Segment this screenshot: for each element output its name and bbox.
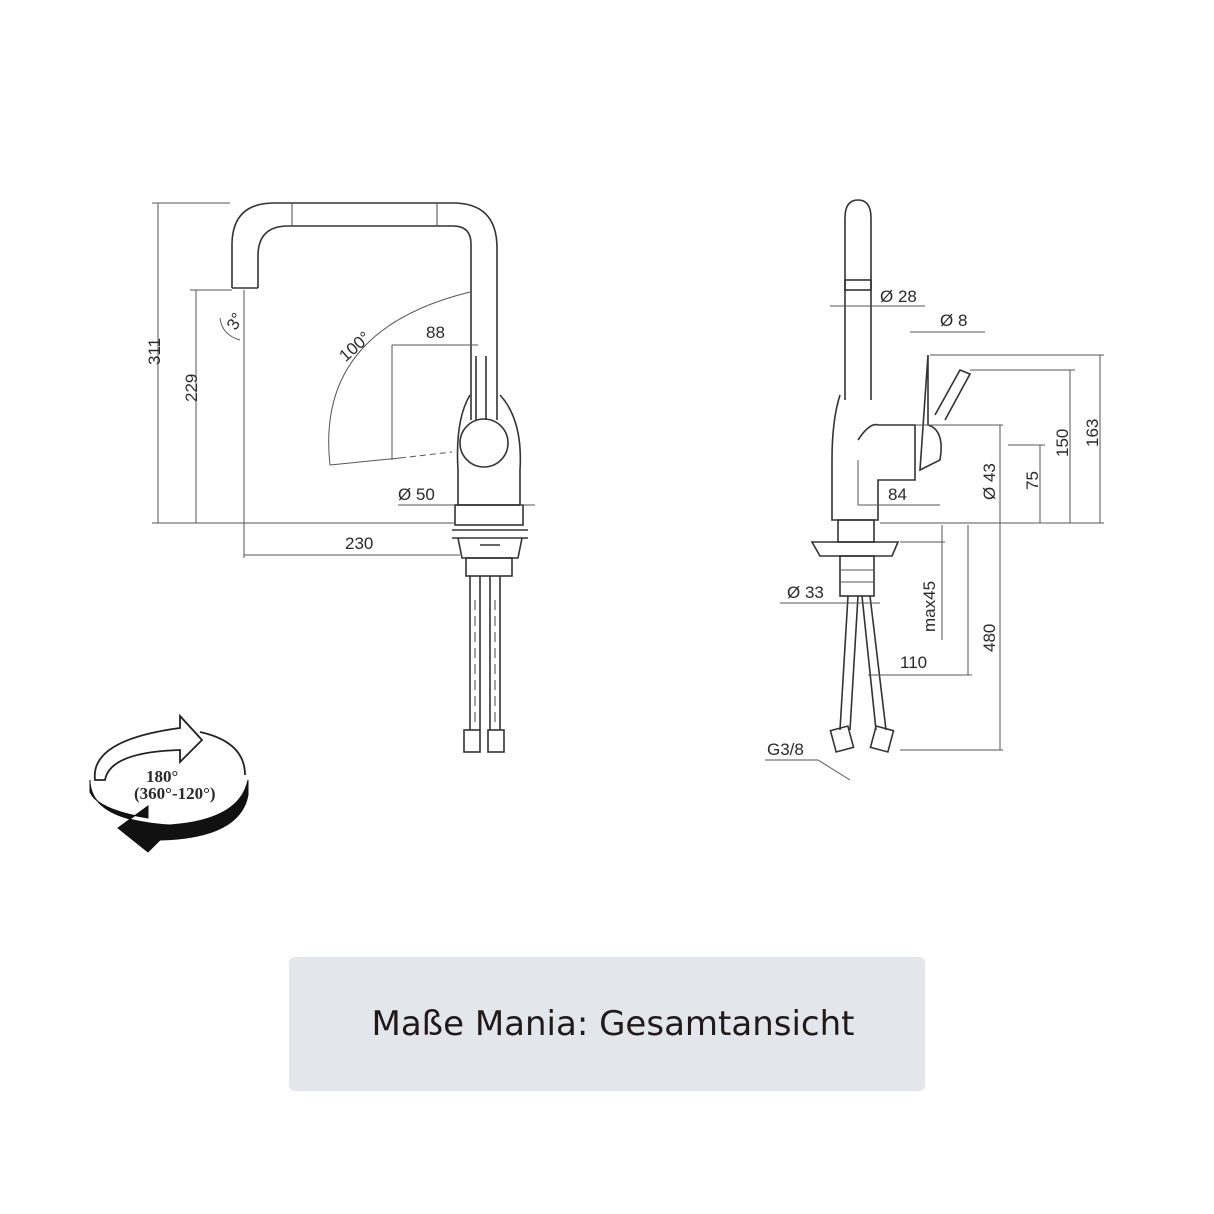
side-view: Ø 28 Ø 8 163 150 75 Ø 43 84 max45 480: [765, 199, 1104, 781]
dim-lever-offset: 88: [426, 323, 445, 342]
side-hoses: [829, 595, 895, 753]
caption-text: Maße Mania: Gesamtansicht: [371, 1004, 855, 1044]
dim-body-diameter: Ø 43: [980, 463, 999, 500]
dim-depth: 84: [888, 485, 907, 504]
dim-shank-diameter: Ø 33: [787, 583, 824, 602]
caption-box: Maße Mania: Gesamtansicht: [289, 957, 925, 1091]
dim-swing: 100°: [336, 328, 375, 366]
dim-thread: G3/8: [767, 740, 804, 759]
dim-height-75: 75: [1023, 471, 1042, 490]
dim-base-diameter: Ø 50: [398, 485, 435, 504]
dim-height-150: 150: [1053, 429, 1072, 457]
dim-hose-length: 480: [980, 624, 999, 652]
dim-reach: 230: [345, 534, 373, 553]
front-base: [454, 504, 524, 526]
side-lever: [919, 354, 942, 472]
front-hoses: [463, 576, 505, 753]
front-body: [456, 394, 522, 506]
side-body: [831, 394, 916, 521]
dim-spout-diameter: Ø 28: [880, 287, 917, 306]
dim-height-163: 163: [1083, 419, 1102, 447]
front-view: 100° 311 229 3° 88 Ø 50 230: [145, 202, 535, 753]
rotation-arrow-icon: [93, 713, 204, 781]
front-spout: [231, 202, 498, 420]
dim-total-height: 311: [145, 338, 164, 365]
swing-arc: [328, 291, 471, 466]
rotation-badge: 180° (360°-120°): [89, 713, 249, 853]
front-lever-knob: [459, 418, 509, 468]
dim-outlet-height: 229: [182, 374, 201, 402]
technical-drawing: 100° 311 229 3° 88 Ø 50 230: [89, 199, 1104, 853]
dim-max-thickness: max45: [920, 581, 939, 632]
rotation-range: (360°-120°): [134, 784, 216, 803]
dim-hose-offset: 110: [900, 653, 927, 672]
dim-lever-diameter: Ø 8: [940, 311, 967, 330]
side-spout: [844, 199, 872, 400]
rotation-angle: 180°: [146, 767, 178, 786]
